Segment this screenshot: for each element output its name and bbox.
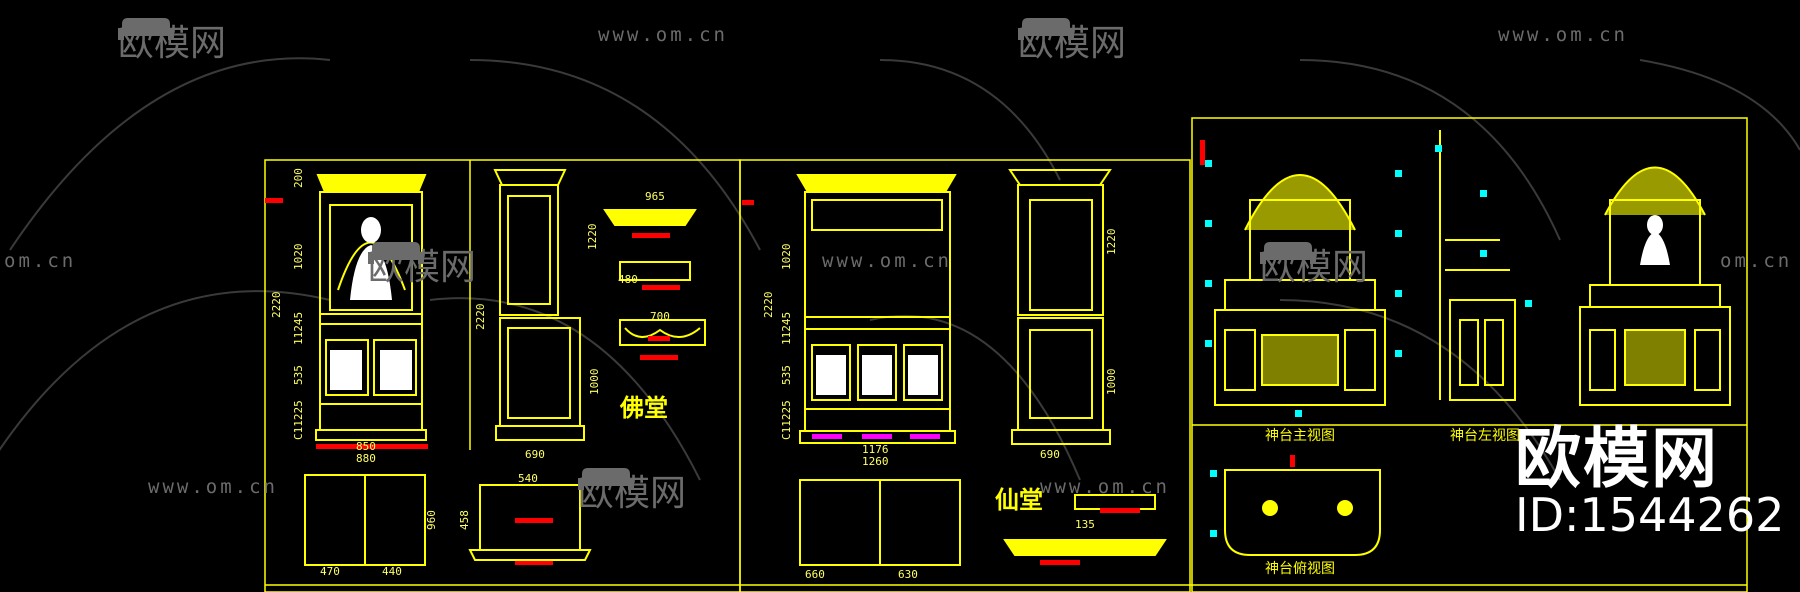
immortal-hall-label: 仙堂 xyxy=(995,486,1043,514)
dim-label: 440 xyxy=(382,565,402,578)
sofa-icon xyxy=(118,18,174,40)
dim-label: 540 xyxy=(518,472,538,485)
dim-label: 2220 xyxy=(762,291,775,319)
watermark-logo: 欧模网 xyxy=(578,464,686,516)
red-markers-left xyxy=(265,198,680,565)
dim-label: 470 xyxy=(320,565,340,578)
watermark-site-partial: om.cn xyxy=(1720,250,1793,272)
dim-label: 2220 xyxy=(270,291,283,319)
dim-label: 700 xyxy=(650,310,670,323)
dim-label: C11225 xyxy=(780,400,793,440)
watermark-site: www.om.cn xyxy=(148,476,278,498)
dim-label: 200 xyxy=(292,168,305,188)
dim-label: C11225 xyxy=(292,400,305,440)
immortal-cabinet-side xyxy=(1008,169,1112,445)
altar-top-view xyxy=(1224,469,1381,556)
dim-label: 1020 xyxy=(780,243,793,271)
watermark-logo: 欧模网 xyxy=(1018,14,1126,66)
dim-label: 1000 xyxy=(588,368,601,396)
sheet-frames xyxy=(264,117,1748,592)
watermark-logo: 欧模网 xyxy=(368,238,476,290)
dim-label: 965 xyxy=(645,190,665,203)
watermark-site: www.om.cn xyxy=(1040,476,1170,498)
dim-label: 630 xyxy=(898,568,918,581)
buddha-cabinet-front xyxy=(315,174,427,441)
dim-label: 480 xyxy=(618,273,638,286)
dim-label: 535 xyxy=(780,365,793,385)
dim-label: 960 xyxy=(425,510,438,530)
watermark-site: www.om.cn xyxy=(822,250,952,272)
altar-right-figure xyxy=(1640,215,1670,265)
dim-label: 690 xyxy=(1040,448,1060,461)
dim-label: 1000 xyxy=(1105,368,1118,396)
dim-label: 1176 xyxy=(862,443,889,456)
buddha-cabinet-door-panels xyxy=(330,350,412,390)
sofa-icon xyxy=(1018,18,1074,40)
dim-label: 1220 xyxy=(586,223,599,251)
watermark-site-partial: om.cn xyxy=(4,250,77,272)
dim-label: 11245 xyxy=(780,311,793,345)
immortal-base-marks xyxy=(812,434,940,439)
red-markers-right xyxy=(1200,140,1295,467)
dim-label: 690 xyxy=(525,448,545,461)
dim-label: 11245 xyxy=(292,311,305,345)
sofa-icon xyxy=(368,242,424,264)
sofa-icon xyxy=(578,468,634,490)
altar-left-view xyxy=(1439,130,1516,401)
altar-main-view-caption: 神台主视图 xyxy=(1265,428,1335,444)
dim-label: 880 xyxy=(356,452,376,465)
buddha-cabinet-side xyxy=(493,169,585,441)
altar-side-view-caption: 神台左视图 xyxy=(1450,428,1520,444)
red-markers-middle xyxy=(742,200,1140,565)
watermark-site: www.om.cn xyxy=(1498,24,1628,46)
sofa-icon xyxy=(1260,242,1316,264)
dim-label: 535 xyxy=(292,365,305,385)
brand-id: ID:1544262 xyxy=(1515,488,1785,542)
immortal-door-panels xyxy=(816,355,938,395)
altar-main-view xyxy=(1214,174,1386,406)
dim-label: 1220 xyxy=(1105,228,1118,256)
watermark-site: www.om.cn xyxy=(598,24,728,46)
cyan-markers xyxy=(1205,145,1532,537)
dim-label: 135 xyxy=(1075,518,1095,531)
dim-label: 850 xyxy=(356,440,376,453)
dim-label: 660 xyxy=(805,568,825,581)
dim-label: 1260 xyxy=(862,455,889,468)
watermark-logo: 欧模网 xyxy=(118,14,226,66)
buddha-hall-label: 佛堂 xyxy=(620,394,668,422)
altar-right-view xyxy=(1579,166,1731,406)
altar-top-view-caption: 神台俯视图 xyxy=(1265,561,1335,577)
brand-name: 欧模网 xyxy=(1515,420,1719,497)
buddha-mouldings xyxy=(603,209,706,346)
watermark-logo: 欧模网 xyxy=(1260,238,1368,290)
immortal-cabinet-front xyxy=(796,174,957,444)
dim-label: 2220 xyxy=(474,303,487,331)
immortal-plans xyxy=(799,479,1167,566)
dim-label: 458 xyxy=(458,510,471,530)
dim-label: 1020 xyxy=(292,243,305,271)
buddha-plans xyxy=(304,474,592,566)
